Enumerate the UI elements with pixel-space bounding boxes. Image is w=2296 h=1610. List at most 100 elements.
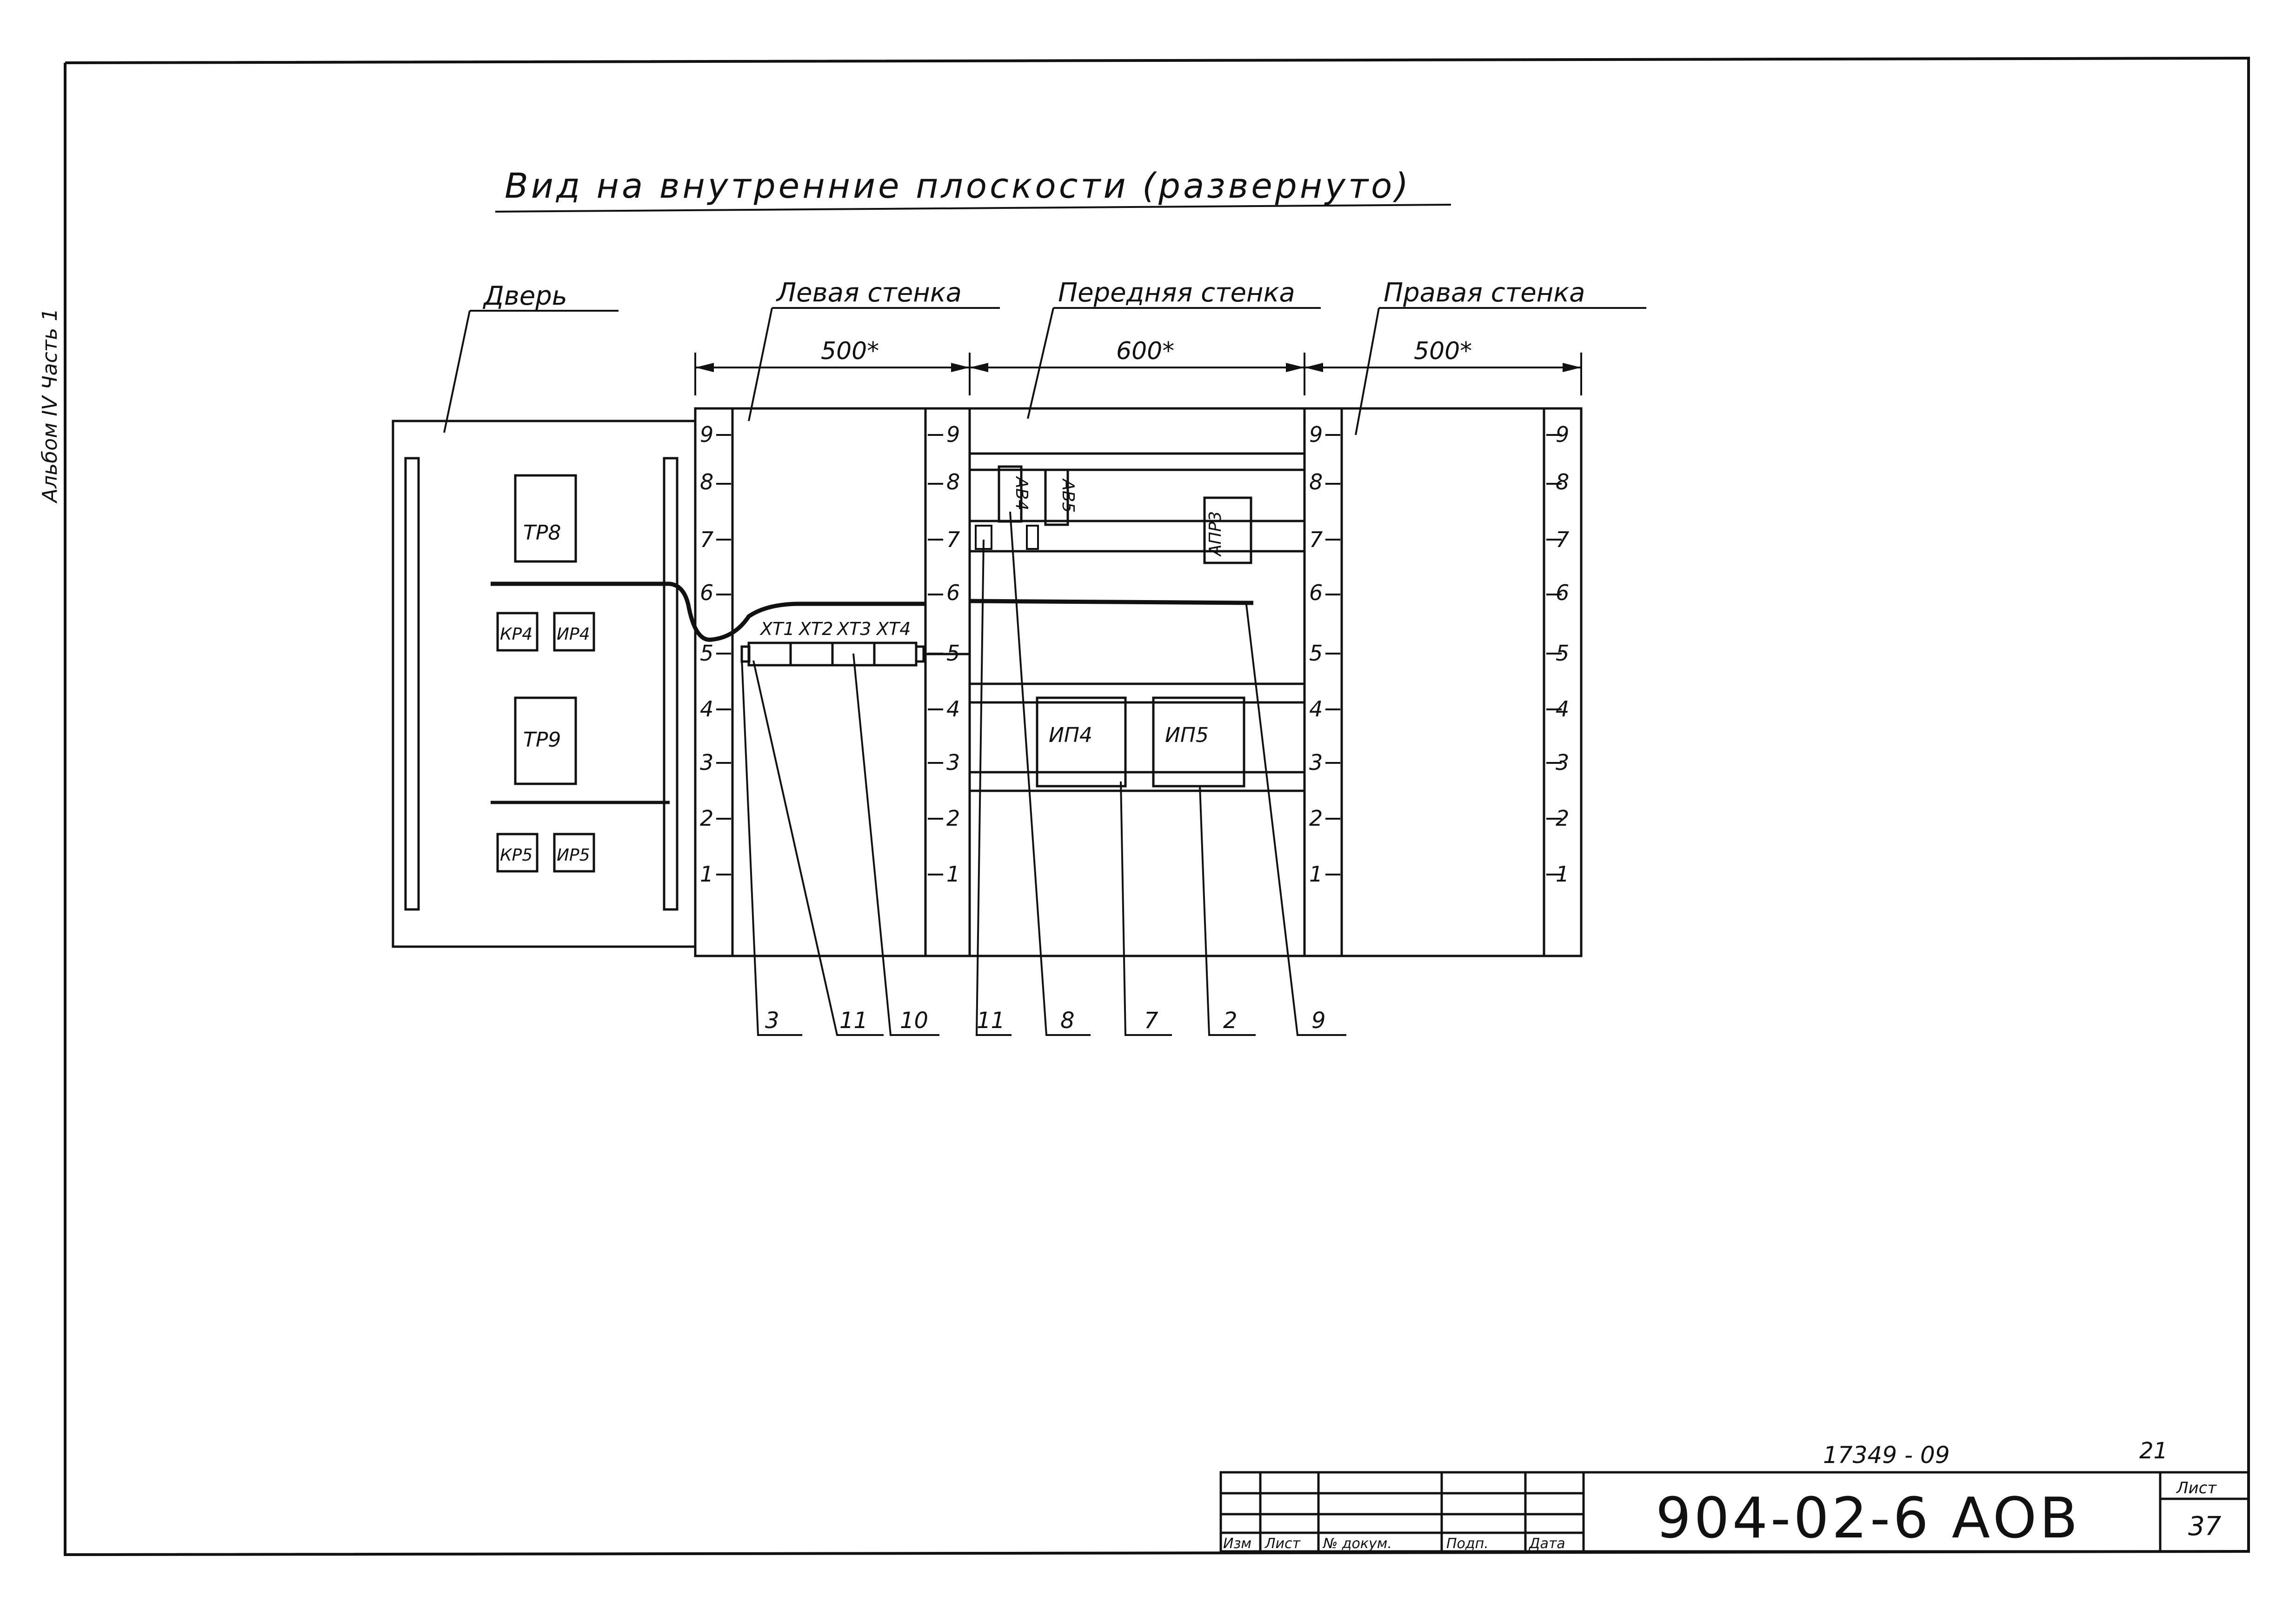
component-av5-label: АВ5 [1058, 478, 1078, 513]
front-wire-bundle [969, 599, 1254, 605]
svg-text:2: 2 [1309, 806, 1323, 831]
svg-text:3: 3 [700, 750, 713, 775]
component-kr5-label: КР5 [500, 846, 532, 865]
svg-text:1: 1 [700, 862, 713, 887]
ruler-right-wall-a: 9 8 7 6 5 4 3 2 1 [1309, 422, 1323, 887]
svg-text:1: 1 [946, 862, 960, 887]
svg-text:5: 5 [1309, 641, 1323, 666]
svg-text:6: 6 [1309, 580, 1323, 605]
leader-door [443, 310, 471, 433]
component-ir4-label: ИР4 [557, 625, 590, 644]
svg-text:8: 8 [1309, 469, 1323, 494]
dimension-arrows [695, 363, 1581, 372]
dimension-left: 500* [821, 337, 879, 365]
terminal-xt1: ХТ1 [759, 619, 794, 639]
svg-text:8: 8 [700, 469, 713, 494]
ruler-left-wall-a: 9 8 7 6 5 4 3 2 1 [700, 422, 713, 887]
leader-left [748, 307, 773, 421]
inventory-number: 17349 - 09 [1823, 1442, 1950, 1469]
component-ip5 [1152, 696, 1245, 788]
sheet-number: 37 [2188, 1511, 2222, 1542]
component-ir5 [553, 833, 595, 873]
component-av4-label: АВ4 [1012, 476, 1031, 510]
component-tr8-label: ТР8 [523, 521, 561, 545]
component-tr9 [514, 696, 577, 785]
door-wire-harness [491, 581, 925, 642]
component-ip4 [1036, 696, 1127, 788]
callout-leaders [741, 511, 1346, 1036]
dimension-front: 600* [1116, 337, 1174, 365]
side-label: Альбом IV Часть 1 [38, 308, 62, 504]
door-hinge-strip-left [404, 457, 420, 911]
svg-text:4: 4 [946, 696, 960, 721]
svg-text:2: 2 [700, 806, 713, 831]
stamp-header-list: Лист [1264, 1536, 1301, 1552]
component-kr5 [496, 833, 539, 873]
component-ir5-label: ИР5 [557, 846, 590, 865]
callout-10: 10 [900, 1008, 928, 1034]
front-wall-rails [970, 452, 1304, 792]
terminal-xt3: ХТ3 [836, 619, 871, 639]
door-panel [392, 420, 697, 948]
component-ir4 [553, 612, 595, 652]
callout-9: 9 [1311, 1008, 1326, 1034]
svg-text:4: 4 [700, 696, 713, 721]
terminal-xt2: ХТ2 [798, 619, 833, 639]
callout-8: 8 [1060, 1008, 1075, 1034]
svg-text:8: 8 [946, 469, 960, 494]
callout-3: 3 [765, 1008, 779, 1034]
svg-text:5: 5 [700, 641, 713, 666]
terminal-strip [740, 641, 970, 667]
label-door: Дверь [482, 281, 567, 311]
dimension-chain [694, 353, 1582, 395]
ruler-right-wall-b: 9 8 7 6 5 4 3 2 1 [1556, 422, 1569, 887]
sheet-label: Лист [2176, 1479, 2217, 1497]
svg-text:7: 7 [946, 527, 960, 552]
component-apr3 [1203, 496, 1252, 564]
svg-text:6: 6 [946, 580, 960, 605]
stamp-header-izm: Изм [1223, 1536, 1251, 1552]
dimension-right: 500* [1414, 337, 1472, 365]
label-front-wall: Передняя стенка [1058, 278, 1295, 308]
svg-text:6: 6 [700, 580, 713, 605]
document-code: 904-02-6 АОВ [1656, 1486, 2081, 1551]
page-title: Вид на внутренние плоскости (развернуто) [505, 166, 1411, 206]
svg-text:9: 9 [1309, 422, 1323, 447]
terminal-xt4: ХТ4 [876, 619, 911, 639]
component-tr8 [514, 474, 577, 563]
svg-text:3: 3 [946, 750, 960, 775]
svg-text:7: 7 [1309, 527, 1323, 552]
label-left-wall: Левая стенка [776, 278, 962, 308]
stamp-header-sign: Подп. [1446, 1536, 1489, 1552]
component-kr4-label: КР4 [500, 625, 532, 644]
title-underline [495, 204, 1451, 213]
svg-text:4: 4 [1309, 696, 1323, 721]
component-ip5-label: ИП5 [1165, 723, 1209, 747]
leader-front [1027, 307, 1054, 419]
svg-text:7: 7 [700, 527, 713, 552]
door-hinge-strip-right [663, 457, 679, 911]
label-right-wall: Правая стенка [1384, 278, 1585, 308]
svg-text:2: 2 [946, 806, 960, 831]
component-kr4 [496, 612, 539, 652]
ruler-ticks [716, 434, 1562, 875]
stamp-header-date: Дата [1528, 1536, 1565, 1552]
callout-7: 7 [1144, 1008, 1158, 1034]
sheet-small-number: 21 [2139, 1438, 2168, 1464]
component-tr9-label: ТР9 [523, 728, 561, 752]
svg-text:8: 8 [1556, 469, 1569, 494]
wall-panels [694, 407, 1583, 957]
title-block [1219, 1471, 2250, 1553]
component-ip4-label: ИП4 [1049, 723, 1092, 747]
callout-11b: 11 [977, 1008, 1005, 1034]
leader-right [1355, 307, 1380, 435]
component-apr3-label: АПР3 [1206, 511, 1225, 557]
stamp-header-doc: № докум. [1322, 1536, 1392, 1552]
svg-text:1: 1 [1309, 862, 1323, 887]
callout-2: 2 [1223, 1008, 1238, 1034]
svg-text:6: 6 [1556, 580, 1569, 605]
svg-text:9: 9 [700, 422, 713, 447]
breaker-clip-b [1026, 525, 1039, 550]
svg-text:9: 9 [946, 422, 960, 447]
